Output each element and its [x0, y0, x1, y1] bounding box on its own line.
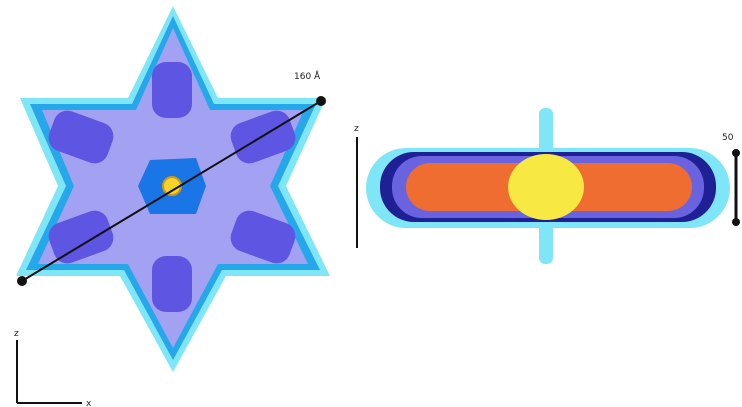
lobe-upper-left	[48, 110, 114, 164]
lobe-lower-right	[230, 210, 296, 264]
lobe-lower-left	[48, 210, 114, 264]
diameter-endpoint-left	[17, 276, 27, 286]
axis-z-label: z	[14, 329, 19, 339]
scale-bar-center: z	[354, 124, 359, 248]
scale-bar-right-label: 50	[722, 133, 734, 143]
star-top-view: 160 Å	[16, 6, 330, 372]
diameter-endpoint-right	[316, 96, 326, 106]
axis-x-label: x	[86, 399, 92, 407]
side-view	[366, 108, 730, 264]
lobe-bottom	[152, 256, 192, 312]
diameter-label: 160 Å	[294, 70, 321, 82]
scale-bar-right-bottom-dot	[732, 218, 740, 226]
scale-bar-right: 50	[722, 133, 740, 226]
diameter-line	[21, 100, 322, 282]
scale-bar-center-label: z	[354, 124, 359, 134]
axis-indicator: z x	[14, 329, 92, 407]
side-yellow-center	[508, 154, 584, 220]
scale-bar-right-top-dot	[732, 149, 740, 157]
lobe-top	[152, 62, 192, 118]
